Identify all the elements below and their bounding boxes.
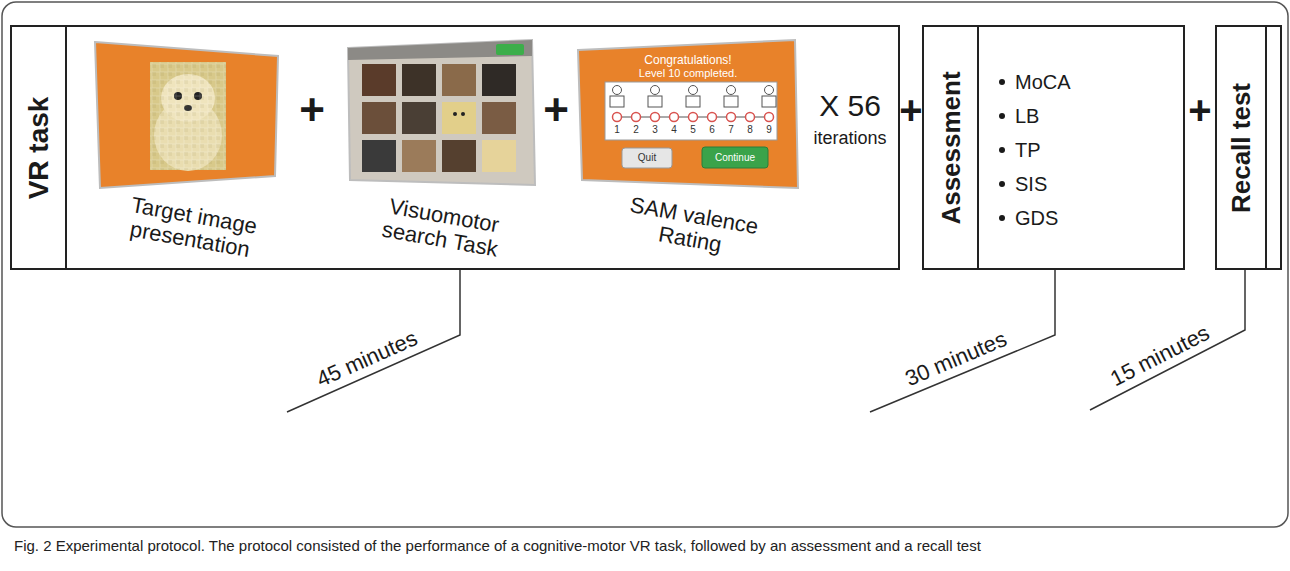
assessment-item: SIS bbox=[1015, 172, 1047, 195]
scale-number: 1 bbox=[614, 125, 620, 135]
bullet-dot bbox=[999, 181, 1005, 187]
button-text: Quit bbox=[638, 153, 656, 163]
scale-number: 6 bbox=[709, 125, 715, 135]
scale-number: 3 bbox=[652, 125, 658, 135]
target-image-step: Target image presentation bbox=[92, 40, 292, 268]
duration-label: 15 minutes bbox=[1107, 322, 1213, 390]
recall-test-box: Recall test bbox=[1215, 25, 1282, 270]
scale-number: 8 bbox=[747, 125, 753, 135]
step-caption: SAM valence Rating bbox=[619, 192, 765, 264]
step-caption: Visuomotor search Task bbox=[369, 192, 515, 264]
scale-number: 4 bbox=[671, 125, 677, 135]
screen-text: Congratulations! bbox=[644, 54, 731, 66]
assessment-box: Assessment MoCA LB TP SIS GDS bbox=[922, 25, 1185, 270]
assessment-item: MoCA bbox=[1015, 70, 1071, 93]
plus-sign: + bbox=[899, 90, 922, 130]
assessment-item: TP bbox=[1015, 138, 1041, 161]
outer-frame bbox=[2, 2, 1288, 527]
screen-text: Level 10 completed. bbox=[639, 68, 737, 79]
duration-label: 30 minutes bbox=[902, 328, 1010, 390]
plus-sign: + bbox=[299, 88, 325, 132]
target-screen bbox=[95, 42, 278, 188]
bullet-dot bbox=[999, 79, 1005, 85]
sam-screen bbox=[578, 40, 798, 188]
bullet-dot bbox=[999, 147, 1005, 153]
search-screen bbox=[348, 40, 535, 185]
search-task-step: Visuomotor search Task bbox=[342, 40, 542, 268]
figure-caption: Fig. 2 Experimental protocol. The protoc… bbox=[14, 537, 1276, 555]
duration-leaders bbox=[287, 270, 1245, 412]
iteration-unit: iterations bbox=[813, 129, 886, 147]
assessment-item: GDS bbox=[1015, 206, 1058, 229]
step-caption: Target image presentation bbox=[114, 191, 270, 265]
iteration-count: X 56 bbox=[819, 91, 881, 121]
box-heading: Assessment bbox=[935, 71, 966, 224]
assessment-item: LB bbox=[1015, 104, 1039, 127]
box-heading: VR task bbox=[23, 96, 55, 199]
scale-number: 5 bbox=[690, 125, 696, 135]
scale-number: 2 bbox=[633, 125, 639, 135]
scale-number: 9 bbox=[766, 125, 772, 135]
button-text: Continue bbox=[715, 153, 755, 163]
plus-sign: + bbox=[1188, 90, 1211, 130]
bullet-dot bbox=[999, 113, 1005, 119]
box-heading: Recall test bbox=[1226, 82, 1257, 212]
plus-sign: + bbox=[543, 88, 569, 132]
scale-number: 7 bbox=[728, 125, 734, 135]
vr-task-box: VR taskTarget image presentation Visuomot… bbox=[10, 25, 900, 270]
bullet-dot bbox=[999, 215, 1005, 221]
